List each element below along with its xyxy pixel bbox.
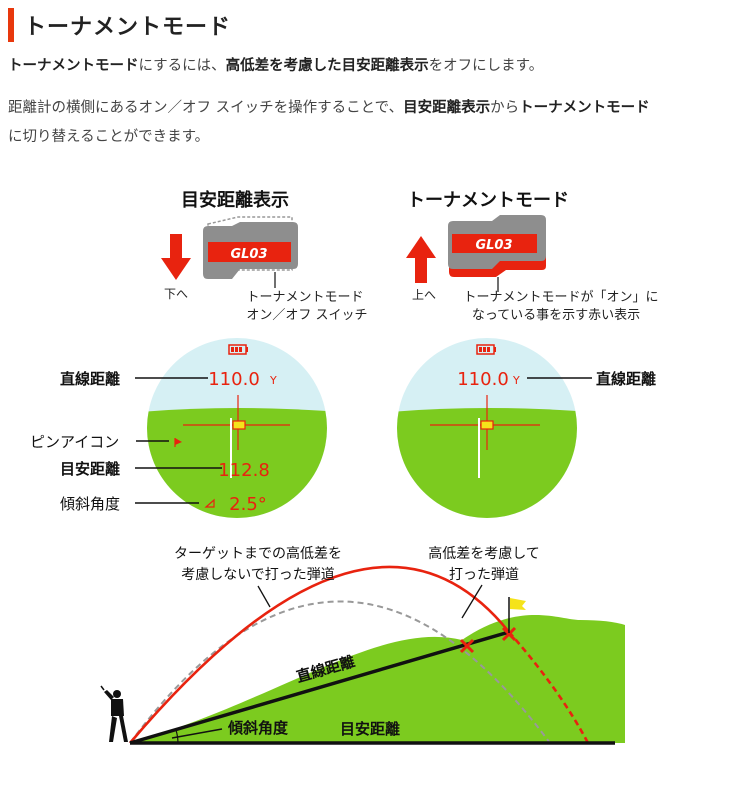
device-right-caption-2: なっている事を示す赤い表示: [472, 308, 640, 323]
device-screen-text: GL03: [230, 247, 267, 262]
device-left-caption-1: トーナメントモード: [246, 290, 363, 305]
label-straight-distance: 直線距離: [596, 370, 656, 388]
golfer-icon: [100, 685, 128, 742]
target-distance-readout: 112.8: [218, 460, 270, 481]
arrow-down-label: 下へ: [164, 287, 188, 301]
trajectory-diagram: [100, 565, 625, 745]
intro-term-slope: 高低差を考慮した目安距離表示: [225, 58, 429, 74]
device-right-caption-1: トーナメントモードが「オン」に: [463, 290, 658, 305]
line-straight-distance: [129, 630, 510, 745]
label-incline-angle: 傾斜角度: [60, 495, 120, 513]
device-right-title: トーナメントモード: [407, 190, 569, 211]
section-title: トーナメントモード: [24, 15, 232, 40]
angle-readout: 2.5°: [229, 494, 267, 515]
label-pin-icon: ピンアイコン: [30, 433, 119, 451]
viewfinder-right: 110.0 Y: [397, 338, 577, 518]
intro-text: にするには、: [138, 58, 226, 74]
trajectory-gray-dashed: [129, 600, 551, 744]
intro-text: 距離計の横側にあるオン／オフ スイッチを操作することで、: [8, 100, 404, 116]
intro-text: に切り替えることができます。: [8, 129, 210, 145]
caption-gray-line-2: 考慮しないで打った弾道: [181, 566, 335, 583]
label-target-distance-line: 目安距離: [340, 720, 400, 738]
intro-term-slope-display: 目安距離表示: [403, 100, 491, 116]
intro-paragraph-1: トーナメントモードにするには、高低差を考慮した目安距離表示をオフにします。: [8, 52, 543, 81]
target-reticle: [480, 420, 494, 430]
arrow-up-icon: [406, 236, 436, 283]
intro-term-tournament: トーナメントモード: [8, 58, 139, 74]
device-screen-text: GL03: [475, 238, 512, 253]
viewfinder-left: 110.0 Y 112.8 2.5°: [147, 338, 327, 518]
intro-paragraph-2: 距離計の横側にあるオン／オフ スイッチを操作することで、目安距離表示からトーナメ…: [8, 94, 728, 152]
trajectory-red: [129, 565, 511, 744]
device-left-title: 目安距離表示: [181, 189, 289, 211]
caption-red-line-1: 高低差を考慮して: [428, 545, 540, 562]
flag-icon: [508, 597, 526, 633]
device-left-caption-2: オン／オフ スイッチ: [246, 308, 367, 323]
arrow-down-icon: [161, 234, 191, 280]
label-straight-distance: 直線距離: [60, 370, 120, 388]
straight-distance-readout: 110.0: [457, 369, 509, 390]
target-reticle: [232, 420, 246, 430]
hit-mark-icon: [501, 626, 517, 642]
heading-accent-bar: [8, 8, 14, 42]
intro-text: から: [490, 100, 520, 116]
label-incline-angle-line: 傾斜角度: [227, 719, 289, 737]
unit-label: Y: [512, 374, 520, 387]
rangefinder-device-right: GL03: [448, 215, 546, 277]
rangefinder-device-left: GL03: [203, 216, 298, 279]
caption-gray-line-1: ターゲットまでの高低差を: [174, 545, 342, 562]
intro-text: をオフにします。: [428, 58, 544, 74]
label-target-distance: 目安距離: [60, 460, 120, 478]
incline-icon: [204, 498, 215, 508]
straight-distance-readout: 110.0: [208, 369, 260, 390]
intro-term-tournament: トーナメントモード: [519, 100, 650, 116]
section-heading: トーナメントモード: [8, 8, 231, 42]
miss-mark-icon: [459, 638, 475, 654]
unit-label: Y: [269, 374, 277, 387]
pin-icon: [174, 438, 182, 447]
arrow-up-label: 上へ: [412, 288, 436, 302]
caption-red-line-2: 打った弾道: [449, 566, 519, 583]
